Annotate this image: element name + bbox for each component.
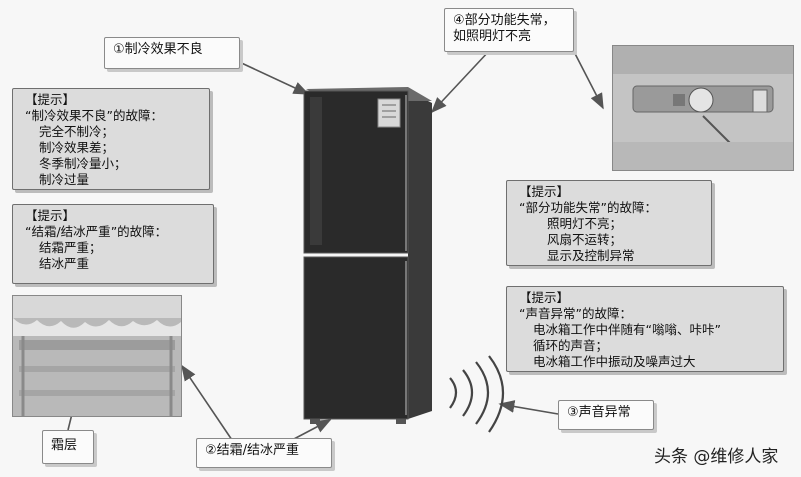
sound-wave-icon xyxy=(449,355,505,433)
callout-partial-line1: ④部分功能失常， xyxy=(453,13,556,28)
tip-partial-item: 照明灯不亮； xyxy=(547,216,623,231)
callout-partial: ④部分功能失常， 如照明灯不亮 xyxy=(444,8,574,52)
callout-cooling: ①制冷效果不良 xyxy=(104,37,240,69)
callout-frost-layer: 霜层 xyxy=(42,430,94,464)
tip-frost: 【提示】 “结霜/结冰严重”的故障： 结霜严重； 结冰严重 xyxy=(12,204,214,284)
callout-partial-line2: 如照明灯不亮 xyxy=(453,29,532,44)
tip-partial-item: 显示及控制异常 xyxy=(547,248,635,263)
tip-frost-title: “结霜/结冰严重”的故障： xyxy=(25,224,168,239)
refrigerator-icon xyxy=(303,87,432,424)
tip-sound-title: “声音异常”的故障： xyxy=(519,306,632,321)
refrigerator-illustration xyxy=(300,85,440,425)
tip-partial-item: 风扇不运转； xyxy=(547,232,623,247)
arrow-sound xyxy=(498,400,559,415)
tip-cooling-item: 制冷过量 xyxy=(39,172,90,187)
tip-frost-header: 【提示】 xyxy=(25,208,76,223)
callout-frost-layer-text: 霜层 xyxy=(51,438,78,453)
tip-frost-item: 结霜严重； xyxy=(39,240,102,255)
tip-cooling-title: “制冷效果不良”的故障： xyxy=(25,108,163,123)
callout-sound-text: ③声音异常 xyxy=(567,405,631,420)
arrow-partial xyxy=(430,49,491,114)
tip-cooling-item: 制冷效果差； xyxy=(39,140,115,155)
arrow-frost-photo xyxy=(181,364,233,441)
arrow-frost-fridge xyxy=(291,419,332,441)
lamp-photo xyxy=(612,45,794,171)
tip-sound-item: 电冰箱工作中伴随有“嗡嗡、咔咔” xyxy=(533,322,721,337)
tip-frost-item: 结冰严重 xyxy=(39,256,90,271)
arrow-cooling xyxy=(234,59,310,95)
tip-cooling-item: 冬季制冷量小； xyxy=(39,156,127,171)
watermark: 头条 @维修人家 xyxy=(654,447,779,467)
tip-cooling-header: 【提示】 xyxy=(25,92,76,107)
callout-frost: ②结霜/结冰严重 xyxy=(196,438,332,468)
frost-photo-illustration xyxy=(13,296,181,416)
tip-partial: 【提示】 “部分功能失常”的故障： 照明灯不亮； 风扇不运转； 显示及控制异常 xyxy=(506,180,712,266)
callout-sound: ③声音异常 xyxy=(558,400,654,430)
tip-sound-item: 电冰箱工作中振动及噪声过大 xyxy=(533,354,696,369)
callout-frost-text: ②结霜/结冰严重 xyxy=(205,443,300,458)
tip-sound: 【提示】 “声音异常”的故障： 电冰箱工作中伴随有“嗡嗡、咔咔” 循环的声音； … xyxy=(506,286,784,372)
frost-photo xyxy=(12,295,182,417)
tip-cooling: 【提示】 “制冷效果不良”的故障： 完全不制冷； 制冷效果差； 冬季制冷量小； … xyxy=(12,88,210,190)
arrow-lamp-photo xyxy=(567,39,604,110)
lamp-photo-illustration xyxy=(613,46,793,170)
tip-partial-title: “部分功能失常”的故障： xyxy=(519,200,657,215)
tip-sound-header: 【提示】 xyxy=(519,290,570,305)
tip-cooling-item: 完全不制冷； xyxy=(39,124,115,139)
callout-cooling-text: ①制冷效果不良 xyxy=(113,42,203,57)
tip-partial-header: 【提示】 xyxy=(519,184,570,199)
tip-sound-item: 循环的声音； xyxy=(533,338,609,353)
